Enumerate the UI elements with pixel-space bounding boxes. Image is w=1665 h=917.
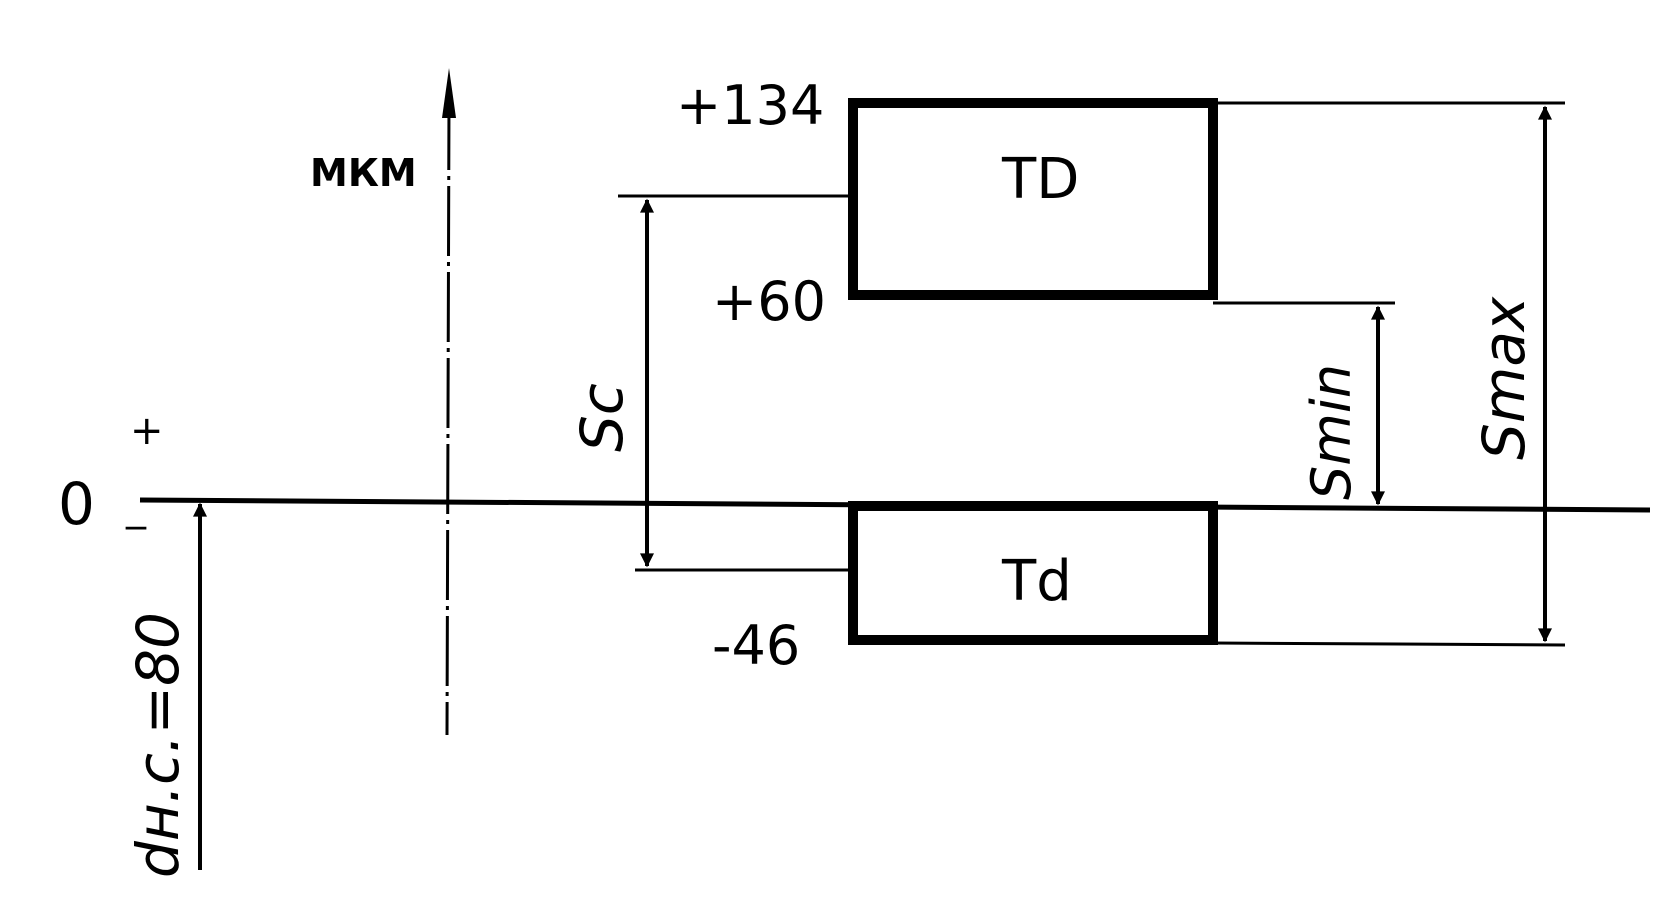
smax-extension-bottom: [1212, 641, 1566, 647]
max-clearance-label: Smax: [1470, 296, 1538, 460]
mean-clearance-label: Sc: [568, 383, 636, 452]
shaft-lower-deviation-label: -46: [712, 614, 800, 677]
plus-sign: +: [130, 408, 164, 454]
hole-field-label: TD: [1001, 147, 1079, 212]
minus-sign: _: [125, 484, 147, 530]
nominal-size-label: dн.с.=80: [124, 612, 192, 878]
vertical-axis: [445, 99, 451, 736]
hole-lower-deviation-label: +60: [712, 270, 826, 333]
min-clearance-label: Smin: [1300, 364, 1363, 500]
shaft-tolerance-field: [848, 501, 1218, 645]
unit-label: МКМ: [310, 151, 417, 195]
hole-tolerance-field: [848, 98, 1218, 300]
shaft-field-label: Td: [1001, 549, 1072, 614]
zero-label: 0: [58, 470, 95, 538]
axis-arrow-icon: [442, 68, 456, 118]
hole-upper-deviation-label: +134: [676, 74, 824, 137]
